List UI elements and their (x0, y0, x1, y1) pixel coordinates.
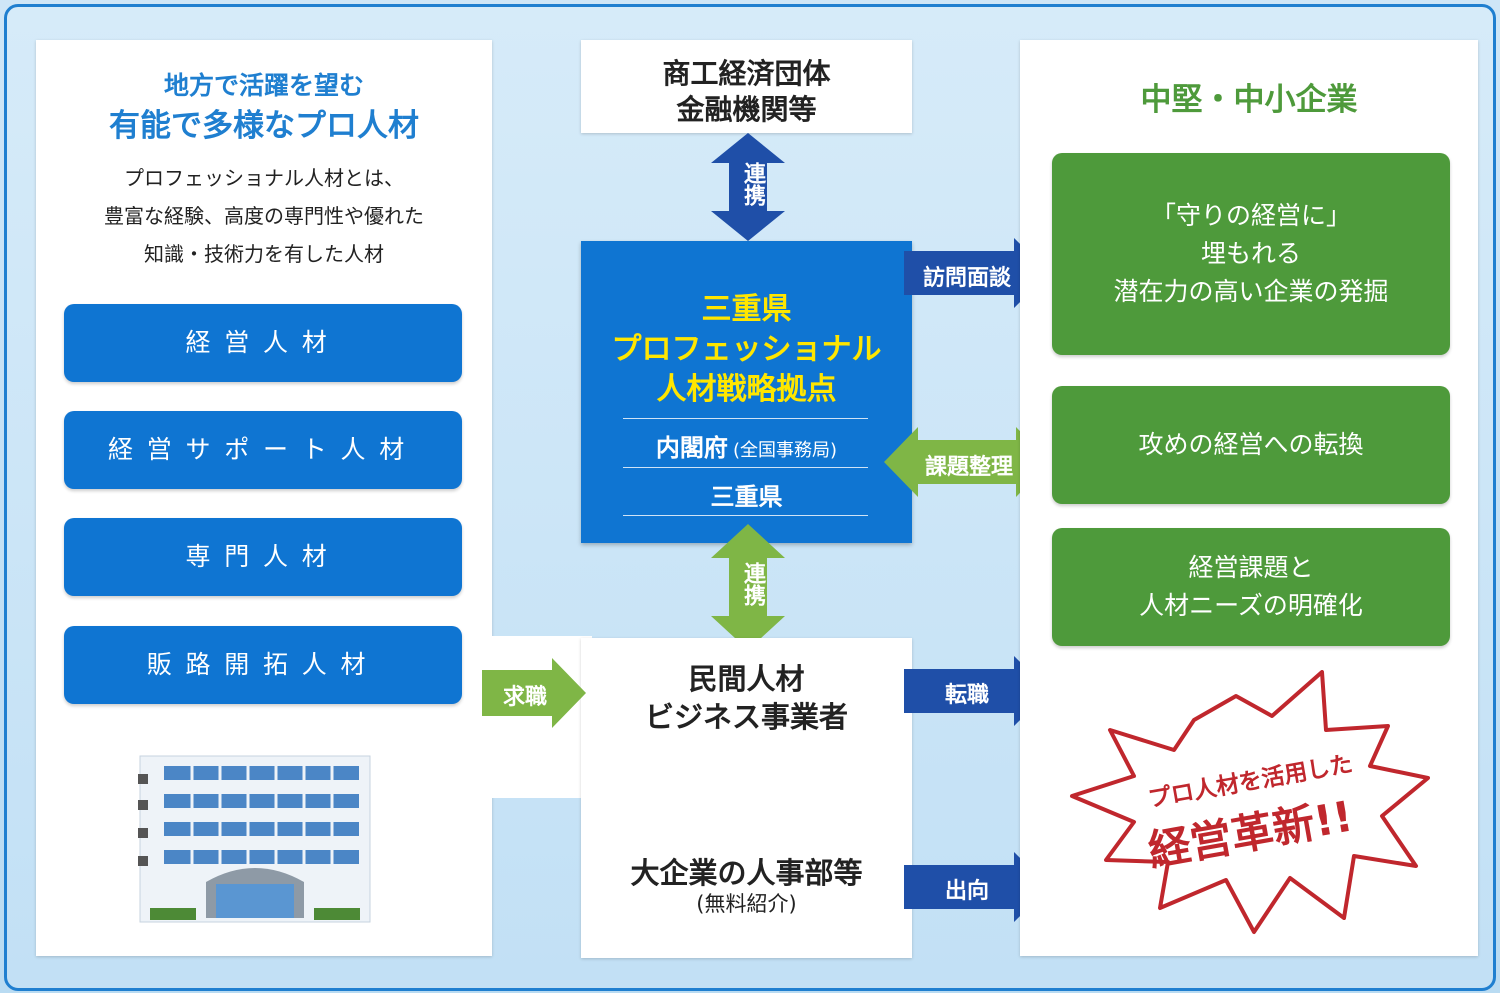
hub-line2: プロフェッショナル (611, 332, 882, 367)
right-title: 中堅・中小企業 (1140, 82, 1358, 118)
kyushoku-label: 求職 (502, 685, 547, 710)
hub-divider-3 (623, 515, 868, 516)
left-panel-extension (492, 636, 592, 798)
left-desc-line1: プロフェッショナル人材とは、 (124, 166, 404, 190)
renkei-bottom-arrow (711, 524, 785, 650)
hub-box (581, 241, 912, 543)
box3-line2: 人材ニーズの明確化 (1139, 591, 1363, 620)
commerce-finance-box (581, 40, 912, 133)
corp-line1: 大企業の人事部等 (630, 856, 863, 890)
shukko-label: 出向 (944, 879, 989, 904)
talent-sales-channel: 販路開拓人材 (64, 626, 462, 704)
office-building-illustration (138, 755, 371, 923)
private-line2: ビジネス事業者 (644, 700, 848, 734)
box1-line1: 「守りの経営に」 (1150, 201, 1351, 230)
clarify-issues-box: 経営課題と 人材ニーズの明確化 (1052, 528, 1450, 646)
hub-line1: 三重県 (701, 292, 792, 327)
houmon-label: 訪問面談 (922, 266, 1011, 291)
naikakufu-label: 内閣府 (655, 434, 728, 462)
talent-specialist: 専門人材 (64, 518, 462, 596)
hub-line3: 人材戦略拠点 (656, 372, 837, 407)
left-desc-line3: 知識・技術力を有した人材 (144, 242, 384, 266)
hub-divider-2 (623, 467, 868, 468)
left-heading-line1: 地方で活躍を望む (163, 71, 364, 100)
renkei-top-arrow (711, 133, 785, 241)
left-heading-line2: 有能で多様なプロ人材 (109, 108, 419, 144)
box3-line1: 経営課題と (1188, 553, 1314, 582)
talent-management: 経営人材 (64, 304, 462, 382)
corp-line2: (無料紹介) (696, 892, 797, 916)
renkei-bottom-label: 連携 (740, 562, 765, 606)
shukko-arrow (904, 852, 1050, 922)
left-desc-line2: 豊富な経験、高度の専門性や優れた (104, 204, 424, 228)
commerce-line2: 金融機関等 (676, 93, 817, 126)
commerce-line1: 商工経済団体 (662, 57, 831, 90)
talent-management-support: 経営サポート人材 (64, 411, 462, 489)
renkei-top-label: 連携 (740, 162, 765, 206)
private-line1: 民間人材 (688, 662, 805, 696)
kadai-arrow (884, 427, 1050, 497)
naikakufu-note: (全国事務局) (733, 440, 838, 461)
innovation-burst (1070, 670, 1430, 934)
hub-divider-1 (623, 418, 868, 419)
kadai-label: 課題整理 (924, 455, 1013, 480)
private-business-box (581, 638, 912, 958)
tenshoku-arrow (904, 656, 1050, 726)
naikakufu-row: 内閣府 (全国事務局) (581, 428, 912, 463)
hub-mie: 三重県 (710, 483, 783, 511)
tenshoku-label: 転職 (944, 683, 989, 708)
offensive-management-box: 攻めの経営への転換 (1052, 386, 1450, 504)
discover-potential-box: 「守りの経営に」 埋もれる 潜在力の高い企業の発掘 (1052, 153, 1450, 355)
houmon-arrow (904, 238, 1050, 308)
box1-line3: 潜在力の高い企業の発掘 (1113, 277, 1389, 306)
box1-line2: 埋もれる (1200, 239, 1301, 268)
kyushoku-arrow (482, 658, 586, 728)
